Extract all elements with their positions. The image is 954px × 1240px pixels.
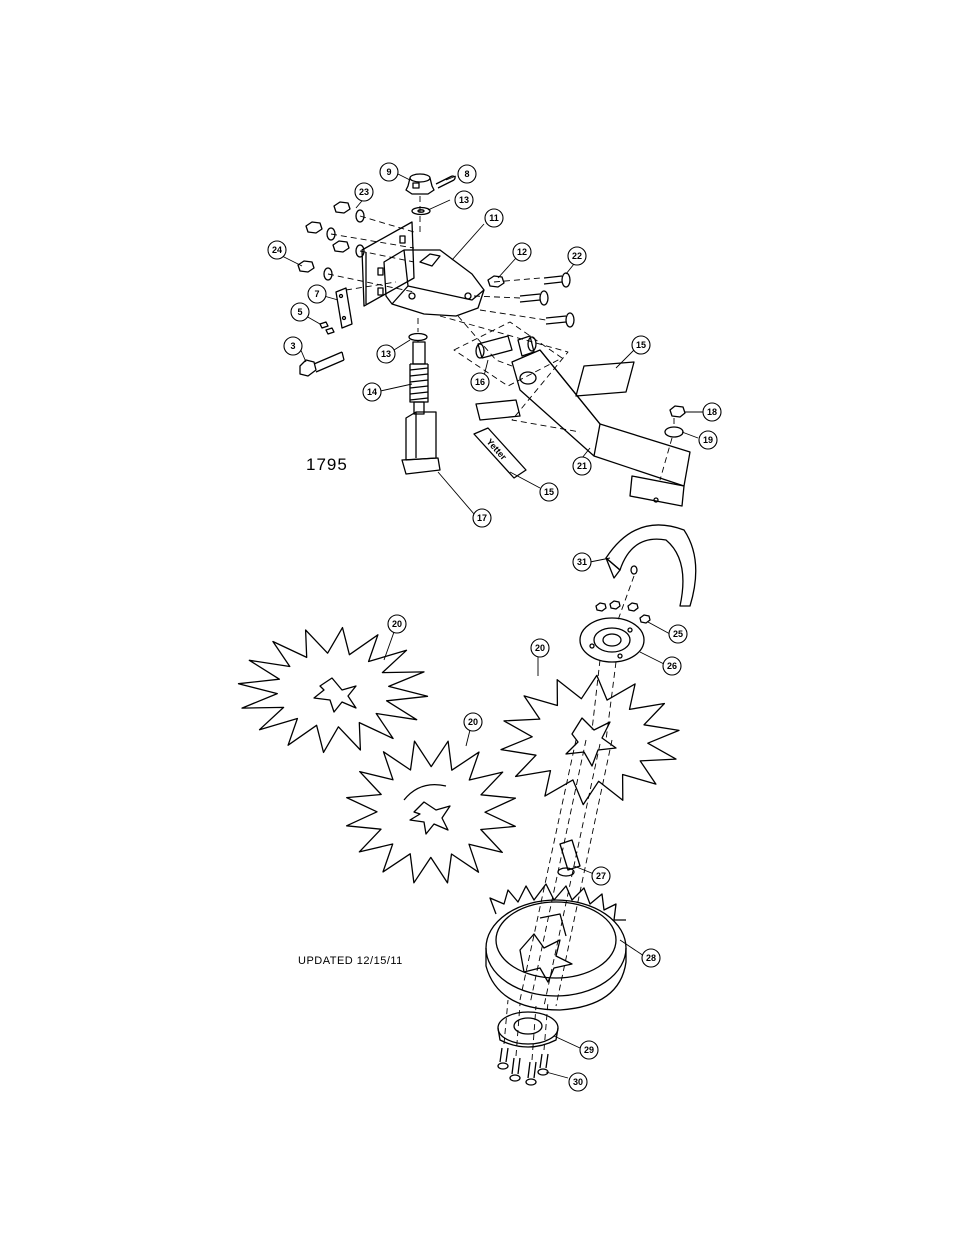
callout-20: 20 bbox=[388, 615, 406, 633]
part-22-bolts bbox=[520, 273, 574, 327]
callout-12: 12 bbox=[513, 243, 531, 261]
callout-13: 13 bbox=[377, 345, 395, 363]
callout-20: 20 bbox=[531, 639, 549, 657]
part-29-hub bbox=[498, 1012, 558, 1047]
callout-21: 21 bbox=[573, 457, 591, 475]
washer-13-lower bbox=[409, 334, 427, 341]
callout-15: 15 bbox=[540, 483, 558, 501]
callout-8: 8 bbox=[458, 165, 476, 183]
callout-label: 31 bbox=[577, 557, 587, 567]
callout-label: 23 bbox=[359, 187, 369, 197]
callout-label: 29 bbox=[584, 1045, 594, 1055]
part-18-nut bbox=[670, 406, 685, 417]
part-5-screws bbox=[320, 322, 334, 334]
callout-label: 20 bbox=[535, 643, 545, 653]
washer-13-top bbox=[412, 208, 430, 215]
part-30-screws bbox=[498, 1048, 548, 1085]
callout-label: 26 bbox=[667, 661, 677, 671]
callout-label: 18 bbox=[707, 407, 717, 417]
part-11-housing bbox=[384, 250, 484, 316]
callout-28: 28 bbox=[642, 949, 660, 967]
part-28-wheel bbox=[486, 884, 626, 1010]
part-7-bracket bbox=[336, 288, 352, 328]
callout-label: 17 bbox=[477, 513, 487, 523]
callout-label: 7 bbox=[314, 289, 319, 299]
part-20-wheel-right bbox=[501, 675, 679, 804]
callout-label: 16 bbox=[475, 377, 485, 387]
callout-3: 3 bbox=[284, 337, 302, 355]
callout-label: 30 bbox=[573, 1077, 583, 1087]
model-number-label: 1795 bbox=[306, 455, 348, 475]
part-21-arm bbox=[476, 350, 690, 506]
callout-17: 17 bbox=[473, 509, 491, 527]
callout-label: 20 bbox=[392, 619, 402, 629]
callout-22: 22 bbox=[568, 247, 586, 265]
callout-label: 24 bbox=[272, 245, 282, 255]
callout-24: 24 bbox=[268, 241, 286, 259]
callout-label: 14 bbox=[367, 387, 377, 397]
callout-label: 15 bbox=[636, 340, 646, 350]
callout-7: 7 bbox=[308, 285, 326, 303]
callout-label: 11 bbox=[489, 213, 499, 223]
callout-label: 19 bbox=[703, 435, 713, 445]
part-9-knob bbox=[406, 174, 434, 194]
part-15-decal-upper bbox=[576, 362, 634, 396]
part-14-spindle bbox=[410, 342, 428, 414]
callout-15: 15 bbox=[632, 336, 650, 354]
callout-23: 23 bbox=[355, 183, 373, 201]
callout-label: 3 bbox=[290, 341, 295, 351]
callout-14: 14 bbox=[363, 383, 381, 401]
callout-label: 25 bbox=[673, 629, 683, 639]
callout-25: 25 bbox=[669, 625, 687, 643]
callout-19: 19 bbox=[699, 431, 717, 449]
callout-9: 9 bbox=[380, 163, 398, 181]
part-20-wheel-middle bbox=[347, 741, 516, 883]
callout-29: 29 bbox=[580, 1041, 598, 1059]
callout-group: 9 8 23 13 11 12 22 24 7 5 3 13 16 15 14 18 19 21 15 17 31 20 2… bbox=[268, 163, 721, 1091]
part-31-shield bbox=[606, 525, 696, 606]
callout-label: 8 bbox=[464, 169, 469, 179]
callout-13: 13 bbox=[455, 191, 473, 209]
callout-18: 18 bbox=[703, 403, 721, 421]
callout-label: 20 bbox=[468, 717, 478, 727]
explode-lines-lower bbox=[504, 576, 634, 1060]
callout-label: 5 bbox=[297, 307, 302, 317]
part-19-washer bbox=[665, 427, 683, 437]
part-17-holder bbox=[402, 412, 440, 474]
callout-11: 11 bbox=[485, 209, 503, 227]
callout-label: 13 bbox=[381, 349, 391, 359]
callout-27: 27 bbox=[592, 867, 610, 885]
callout-label: 22 bbox=[572, 251, 582, 261]
callout-label: 28 bbox=[646, 953, 656, 963]
part-26-hub bbox=[580, 601, 650, 662]
callout-label: 21 bbox=[577, 461, 587, 471]
callout-label: 13 bbox=[459, 195, 469, 205]
callout-20: 20 bbox=[464, 713, 482, 731]
callout-label: 15 bbox=[544, 487, 554, 497]
callout-16: 16 bbox=[471, 373, 489, 391]
callout-label: 27 bbox=[596, 871, 606, 881]
callout-26: 26 bbox=[663, 657, 681, 675]
nut-washer-group bbox=[298, 202, 364, 280]
updated-date-note: UPDATED 12/15/11 bbox=[298, 955, 403, 967]
callout-label: 12 bbox=[517, 247, 527, 257]
callout-30: 30 bbox=[569, 1073, 587, 1091]
callout-31: 31 bbox=[573, 553, 591, 571]
callout-5: 5 bbox=[291, 303, 309, 321]
callout-label: 9 bbox=[386, 167, 391, 177]
callout-leaders bbox=[282, 174, 704, 1078]
part-3-bolt bbox=[300, 352, 344, 376]
part-20-wheel-left bbox=[239, 628, 428, 753]
